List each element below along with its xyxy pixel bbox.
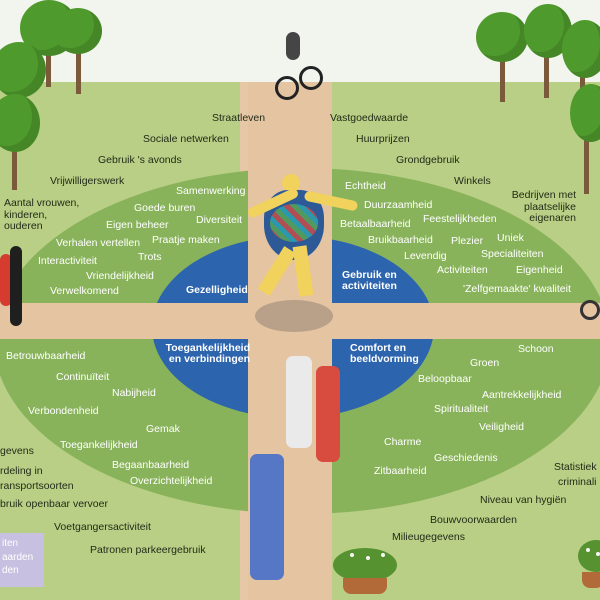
person-left-1 — [0, 254, 12, 306]
label-bedrijven: Bedrijven met plaatselijke eigenaren — [511, 189, 576, 225]
label-verhalen-vertellen: Verhalen vertellen — [56, 237, 141, 249]
label-levendig: Levendig — [404, 250, 447, 262]
label-vrijwilligerswerk: Vrijwilligerswerk — [50, 175, 125, 187]
quadrant-gebruik-activiteiten: Gebruik en activiteiten — [342, 269, 397, 293]
label-statistiek: Statistiek — [554, 461, 597, 473]
person-walking-away — [250, 454, 284, 580]
label-interactiviteit: Interactiviteit — [38, 255, 97, 267]
label-verbondenheid: Verbondenheid — [28, 405, 99, 417]
legend-item-2: aarden — [2, 551, 34, 563]
label-praatje-maken: Praatje maken — [152, 234, 220, 246]
quadrant-gezelligheid: Gezelligheid — [186, 284, 248, 296]
label-trots: Trots — [138, 251, 162, 263]
label-bruikbaarheid: Bruikbaarheid — [368, 234, 433, 246]
label-patronen-parkeergebruik: Patronen parkeergebruik — [90, 544, 206, 556]
label-duurzaamheid: Duurzaamheid — [364, 199, 433, 211]
legend-box: iten aarden den — [0, 533, 44, 587]
label-sociale-netwerken: Sociale netwerken — [143, 133, 229, 145]
label-gevens: gevens — [0, 445, 34, 457]
label-uniek: Uniek — [497, 232, 524, 244]
label-overzichtelijkheid: Overzichtelijkheid — [130, 475, 213, 487]
label-zelfgemaakte-kwaliteit: 'Zelfgemaakte' kwaliteit — [463, 283, 571, 295]
label-plezier: Plezier — [451, 235, 484, 247]
label-eigen-beheer: Eigen beheer — [106, 219, 169, 231]
label-rdeling-in: rdeling in — [0, 465, 43, 477]
label-continuiteit: Continuïteit — [56, 371, 110, 383]
quadrant-toegankelijkheid-verbindingen: Toegankelijkheid en verbindingen — [165, 342, 250, 366]
person-red-shirt — [316, 366, 340, 462]
quadrant-comfort-beeldvorming: Comfort en beeldvorming — [350, 342, 419, 366]
label-winkels: Winkels — [454, 175, 491, 187]
statue-base — [255, 300, 333, 332]
label-echtheid: Echtheid — [345, 180, 386, 192]
label-schoon: Schoon — [518, 343, 554, 355]
legend-item-1: iten — [2, 538, 19, 549]
label-bruik-openbaar-vervoer: bruik openbaar vervoer — [0, 498, 108, 510]
label-goede-buren: Goede buren — [134, 202, 196, 214]
label-gemak: Gemak — [146, 423, 180, 435]
label-verwelkomend: Verwelkomend — [50, 285, 119, 297]
label-specialiteiten: Specialiteiten — [481, 248, 544, 260]
label-niveau-van-hygien: Niveau van hygiën — [480, 494, 567, 506]
label-beloopbaar: Beloopbaar — [418, 373, 472, 385]
label-activiteiten: Activiteiten — [437, 264, 488, 276]
label-ransportsoorten: ransportsoorten — [0, 480, 74, 492]
label-grondgebruik: Grondgebruik — [396, 154, 460, 166]
label-samenwerking: Samenwerking — [176, 185, 246, 197]
bike-right-edge — [580, 300, 600, 320]
label-straatleven: Straatleven — [212, 112, 266, 124]
label-huurprijzen: Huurprijzen — [356, 133, 410, 145]
label-charme: Charme — [384, 436, 422, 448]
label-diversiteit: Diversiteit — [196, 214, 243, 226]
person-left-2 — [10, 246, 22, 326]
label-nabijheid: Nabijheid — [112, 387, 156, 399]
legend-item-3: den — [2, 565, 19, 576]
label-geschiedenis: Geschiedenis — [434, 452, 498, 464]
cyclist — [286, 32, 300, 60]
label-groen: Groen — [470, 357, 500, 369]
label-aantrekkelijkheid: Aantrekkelijkheid — [482, 389, 562, 401]
label-eigenheid: Eigenheid — [516, 264, 563, 276]
person-white-shirt — [286, 356, 312, 448]
bike-front-wheel — [299, 66, 323, 90]
label-begaanbaarheid: Begaanbaarheid — [112, 459, 190, 471]
label-toegankelijkheid: Toegankelijkheid — [60, 439, 138, 451]
label-bouwvoorwaarden: Bouwvoorwaarden — [430, 514, 517, 526]
label-vastgoedwaarde: Vastgoedwaarde — [330, 112, 409, 124]
label-criminali: criminali — [558, 476, 597, 488]
label-milieugegevens: Milieugegevens — [392, 531, 465, 543]
label-vriendelijkheid: Vriendelijkheid — [86, 270, 154, 282]
label-betaalbaarheid: Betaalbaarheid — [340, 218, 411, 230]
label-veiligheid: Veiligheid — [479, 421, 524, 433]
label-voetgangersactiviteit: Voetgangersactiviteit — [54, 521, 151, 533]
label-feestelijkheden: Feestelijkheden — [423, 213, 497, 225]
label-betrouwbaarheid: Betrouwbaarheid — [6, 350, 86, 362]
label-zitbaarheid: Zitbaarheid — [374, 465, 427, 477]
bike-rear-wheel — [275, 76, 299, 100]
label-aantal-vrouwen: Aantal vrouwen, kinderen, ouderen — [4, 197, 80, 233]
label-gebruik-avonds: Gebruik 's avonds — [98, 154, 182, 166]
label-spiritualiteit: Spiritualiteit — [434, 403, 489, 415]
